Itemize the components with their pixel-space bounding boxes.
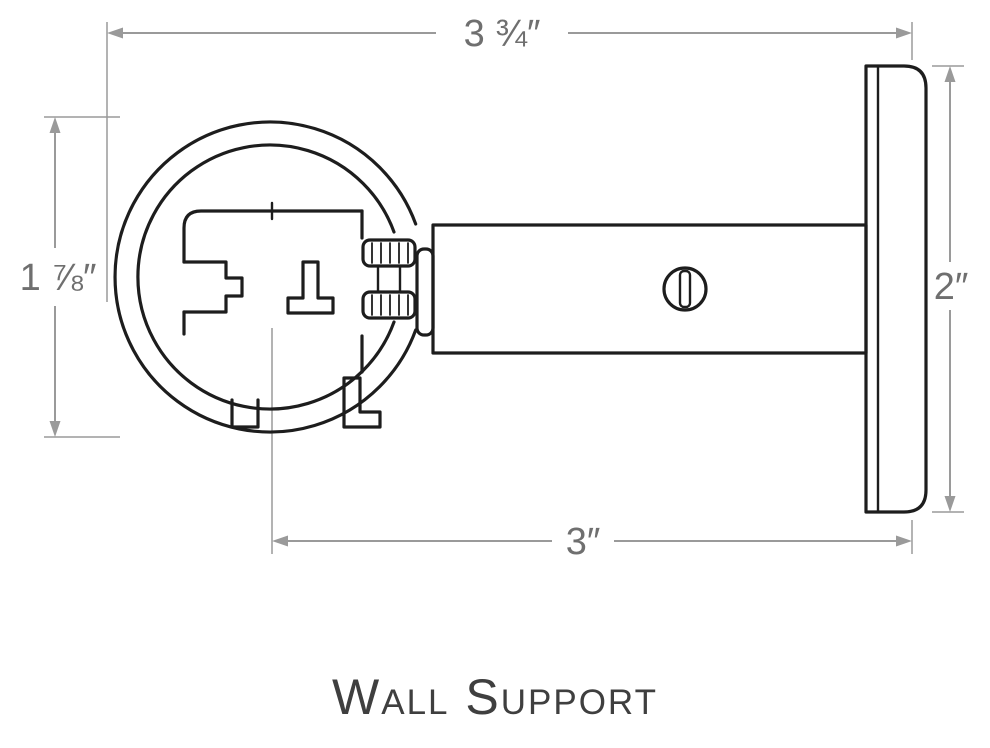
screw-slot xyxy=(678,269,692,309)
arrowhead-down xyxy=(944,496,956,512)
profile-bottom-l-hook xyxy=(342,376,382,429)
wall-plate xyxy=(864,64,928,514)
dimension-label-top: 3 ¾″ xyxy=(464,13,541,55)
arrowhead-up xyxy=(944,66,956,82)
clamp-knob-bottom xyxy=(361,290,417,320)
dimension-bottom xyxy=(271,328,913,554)
dimension-right xyxy=(932,65,964,513)
screw-head xyxy=(662,266,708,312)
arm-body xyxy=(431,223,868,355)
clamp-knurling-bottom xyxy=(371,294,409,316)
dimension-top xyxy=(106,22,913,302)
dimension-label-left: 1 ⅞″ xyxy=(20,257,97,299)
clamp-knurling-top xyxy=(371,242,409,264)
profile-left-t-slot xyxy=(182,260,244,314)
profile-bottom-u-hook xyxy=(230,398,260,429)
clamp-plate xyxy=(415,247,435,337)
profile-center-t-rib xyxy=(286,260,335,315)
arrowhead-right xyxy=(896,535,912,547)
bracket-drawing xyxy=(113,64,928,514)
diagram-title: Wall Support xyxy=(332,669,658,725)
clamp-knob-top xyxy=(361,238,417,268)
screw-circle xyxy=(662,266,708,312)
clamp-mechanism xyxy=(361,238,435,337)
ring-inner-arc xyxy=(136,143,396,411)
arrowhead-down xyxy=(49,421,61,437)
arrowhead-left xyxy=(107,27,123,39)
arrowhead-right xyxy=(896,27,912,39)
profile-top-left xyxy=(182,209,364,264)
dimension-annotations xyxy=(44,22,964,554)
dimension-label-right: 2″ xyxy=(934,266,969,308)
ring-outer-arc xyxy=(113,120,418,434)
dimension-left xyxy=(44,116,120,438)
dimension-label-bottom: 3″ xyxy=(566,521,601,563)
rod-profile xyxy=(182,201,382,429)
mounting-arm xyxy=(431,223,868,355)
arrowhead-up xyxy=(49,117,61,133)
arrowhead-left xyxy=(272,535,288,547)
clamp-hub xyxy=(376,264,402,294)
rod-ring xyxy=(113,120,418,434)
plate-outline xyxy=(864,64,928,514)
